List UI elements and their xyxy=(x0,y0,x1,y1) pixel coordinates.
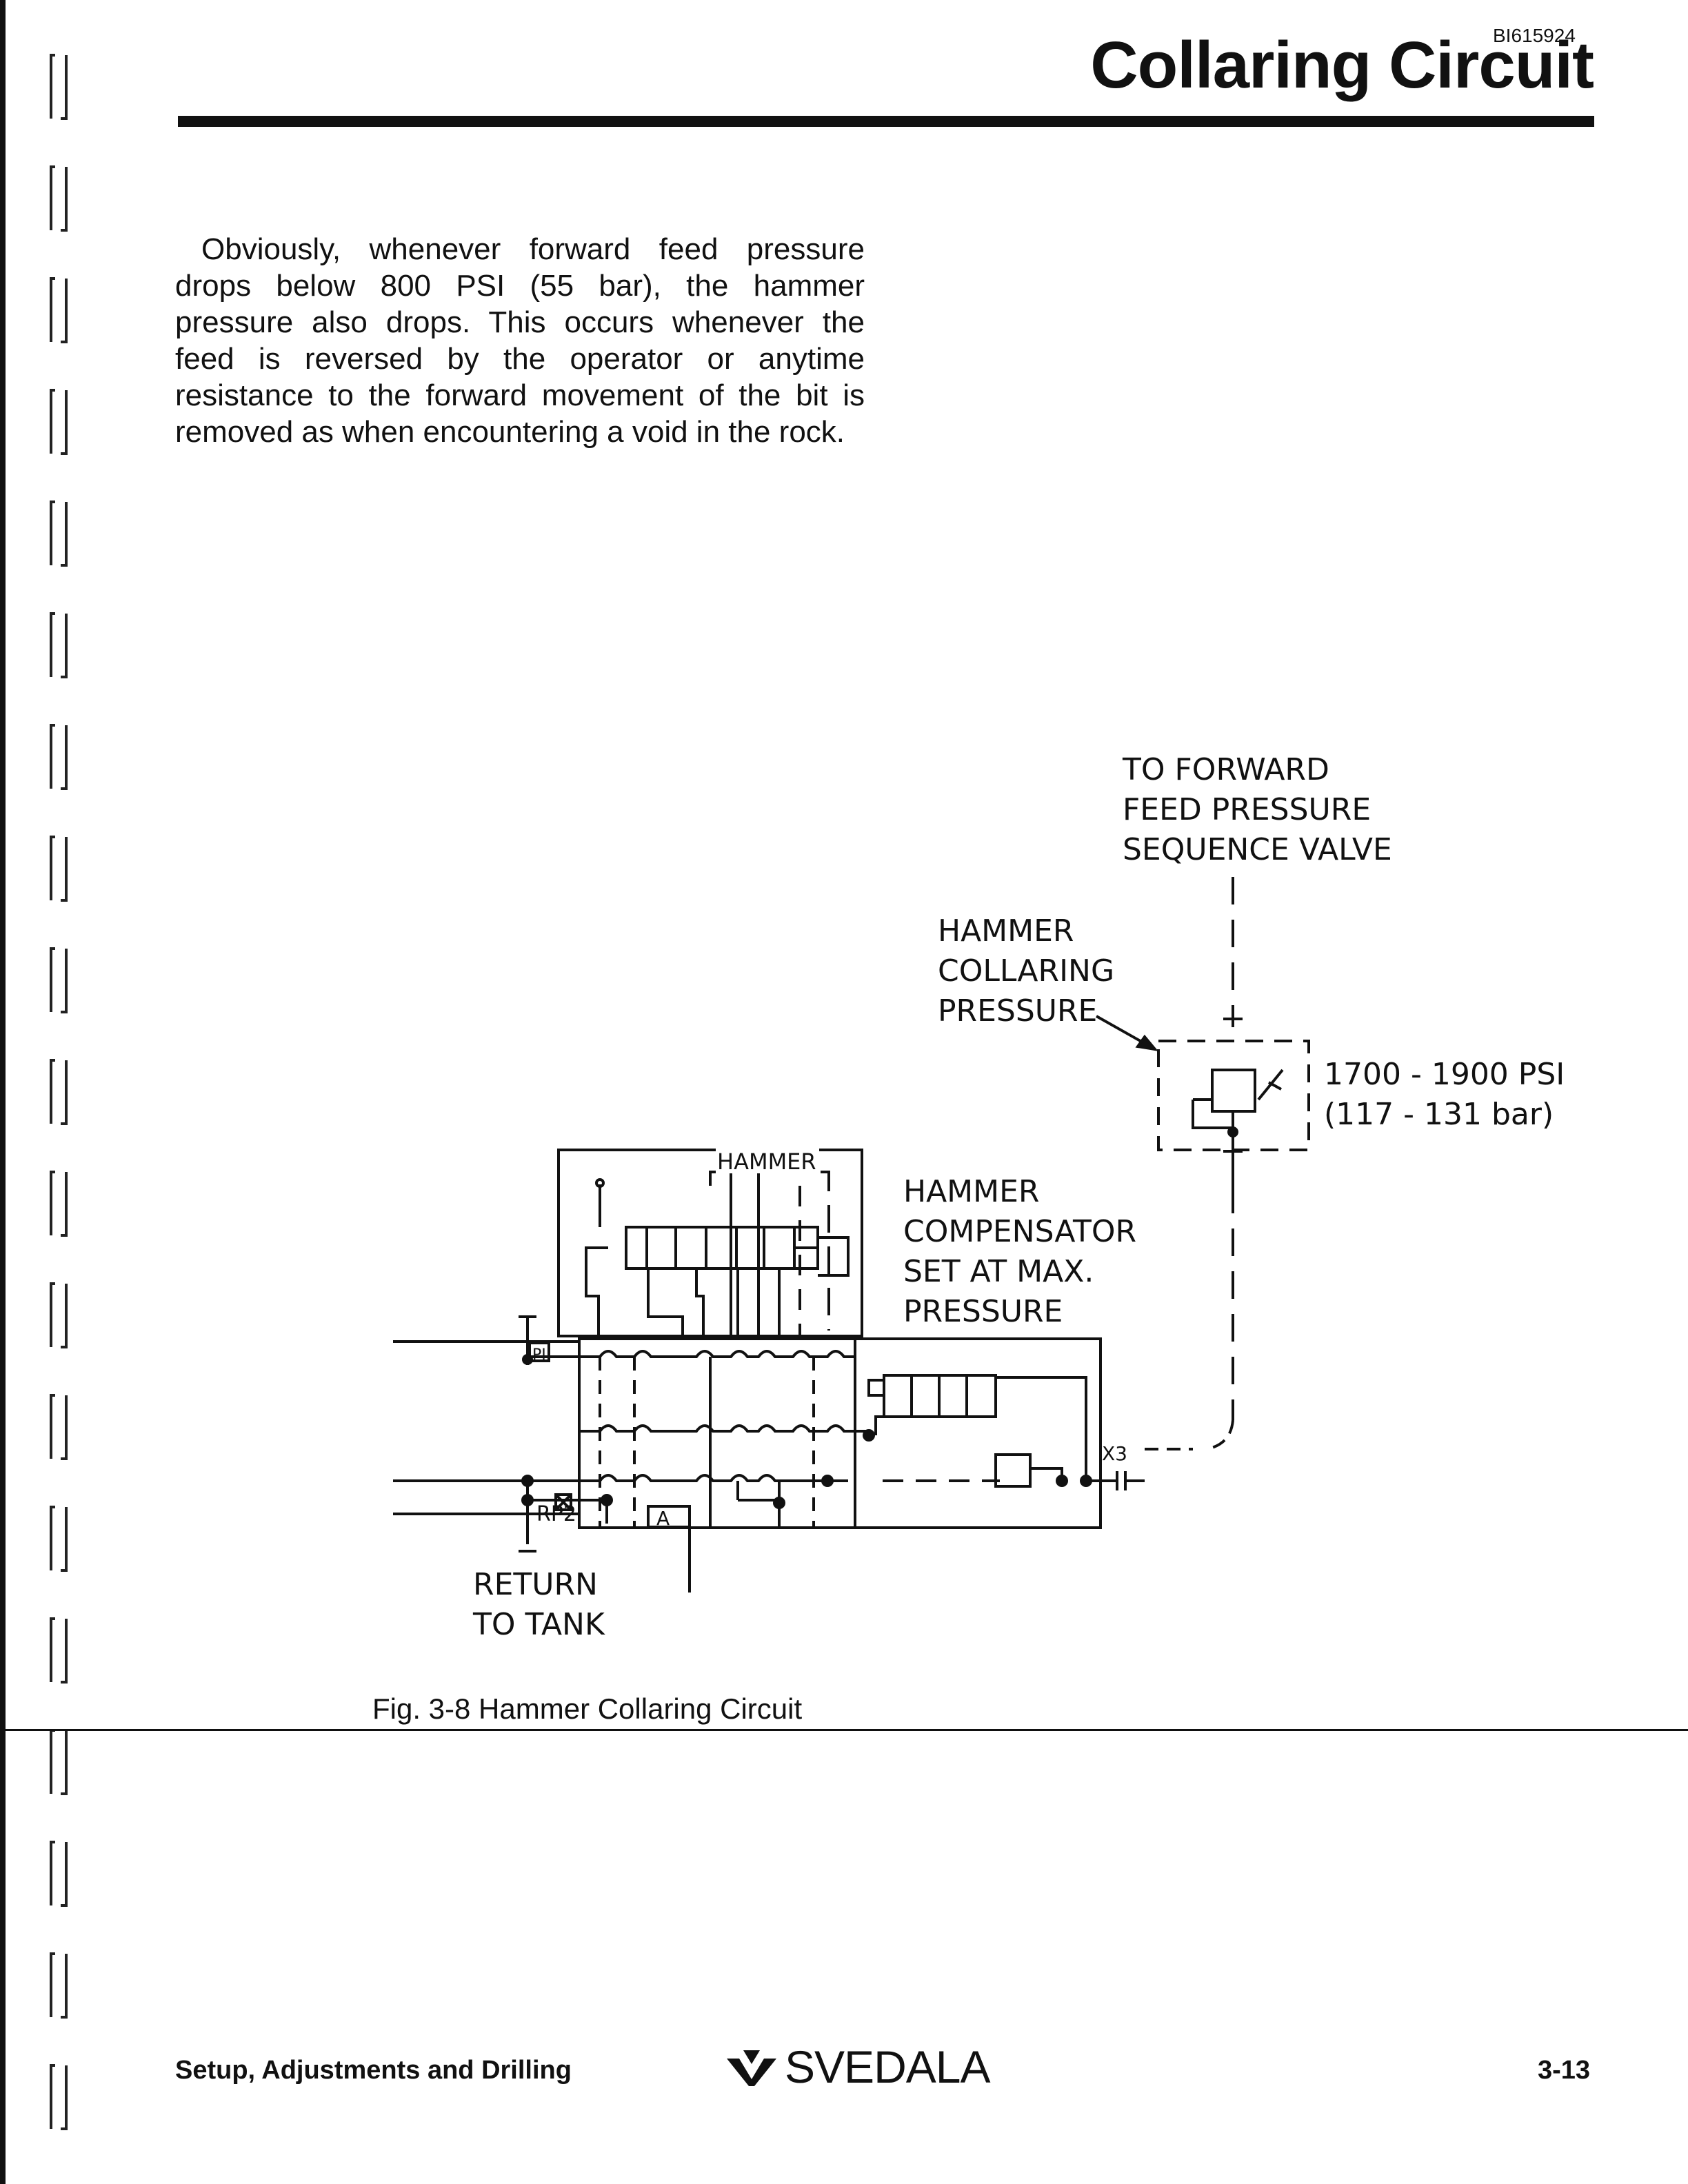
binder-hole-marks xyxy=(50,54,68,2130)
label-port-a: A xyxy=(656,1507,670,1530)
directional-valve xyxy=(645,1226,796,1270)
binder-mark xyxy=(50,389,68,455)
svedala-logo: SVEDALA xyxy=(724,2039,990,2094)
body-paragraph: Obviously, whenever forward feed pressur… xyxy=(175,232,865,449)
label-pi: PI xyxy=(532,1346,546,1364)
binder-mark xyxy=(50,1394,68,1460)
hydraulic-schematic: HAMMER PI RP2 A X3 xyxy=(393,877,1310,1593)
page-title: Collaring Circuit xyxy=(1090,28,1594,102)
left-binding-edge xyxy=(0,0,6,2184)
label-x3: X3 xyxy=(1102,1442,1127,1465)
binder-mark xyxy=(50,612,68,678)
header-rule xyxy=(178,116,1594,127)
binder-mark xyxy=(50,501,68,567)
binder-mark xyxy=(50,1617,68,1684)
binder-mark xyxy=(50,1952,68,2019)
caption-rule xyxy=(0,1729,1688,1731)
label-pressure-bar: (117 - 131 bar) xyxy=(1324,1097,1554,1132)
relief-valve xyxy=(1211,1069,1256,1113)
binder-mark xyxy=(50,836,68,902)
svedala-logo-icon xyxy=(727,2050,776,2086)
document-id: BI615924 xyxy=(1493,25,1576,46)
compensator-valve xyxy=(883,1374,968,1418)
label-rp2: RP2 xyxy=(536,1502,576,1526)
binder-mark xyxy=(50,277,68,343)
binder-mark xyxy=(50,1729,68,1795)
figure-caption: Fig. 3-8 Hammer Collaring Circuit xyxy=(372,1692,803,1725)
binder-mark xyxy=(50,947,68,1013)
label-collaring-pressure: HAMMER COLLARING PRESSURE xyxy=(938,913,1115,1029)
binder-mark xyxy=(50,165,68,232)
label-return-to-tank: RETURN TO TANK xyxy=(473,1567,605,1642)
binder-mark xyxy=(50,54,68,120)
footer-section: Setup, Adjustments and Drilling xyxy=(175,2056,572,2085)
label-hammer: HAMMER xyxy=(717,1149,816,1175)
label-pressure-psi: 1700 - 1900 PSI xyxy=(1324,1057,1565,1092)
binder-mark xyxy=(50,2064,68,2130)
manifold-body xyxy=(578,1337,1102,1529)
binder-mark xyxy=(50,724,68,790)
binder-mark xyxy=(50,1171,68,1237)
logo-text: SVEDALA xyxy=(785,2041,990,2092)
label-forward-feed: TO FORWARD FEED PRESSURE SEQUENCE VALVE xyxy=(1123,752,1392,867)
binder-mark xyxy=(50,1841,68,1907)
binder-mark xyxy=(50,1059,68,1125)
binder-mark xyxy=(50,1282,68,1348)
page-number: 3-13 xyxy=(1537,2056,1590,2085)
label-hammer-compensator: HAMMER COMPENSATOR SET AT MAX. PRESSURE xyxy=(903,1174,1137,1329)
binder-mark xyxy=(50,1506,68,1572)
hammer-valve-enclosure xyxy=(557,1149,863,1337)
